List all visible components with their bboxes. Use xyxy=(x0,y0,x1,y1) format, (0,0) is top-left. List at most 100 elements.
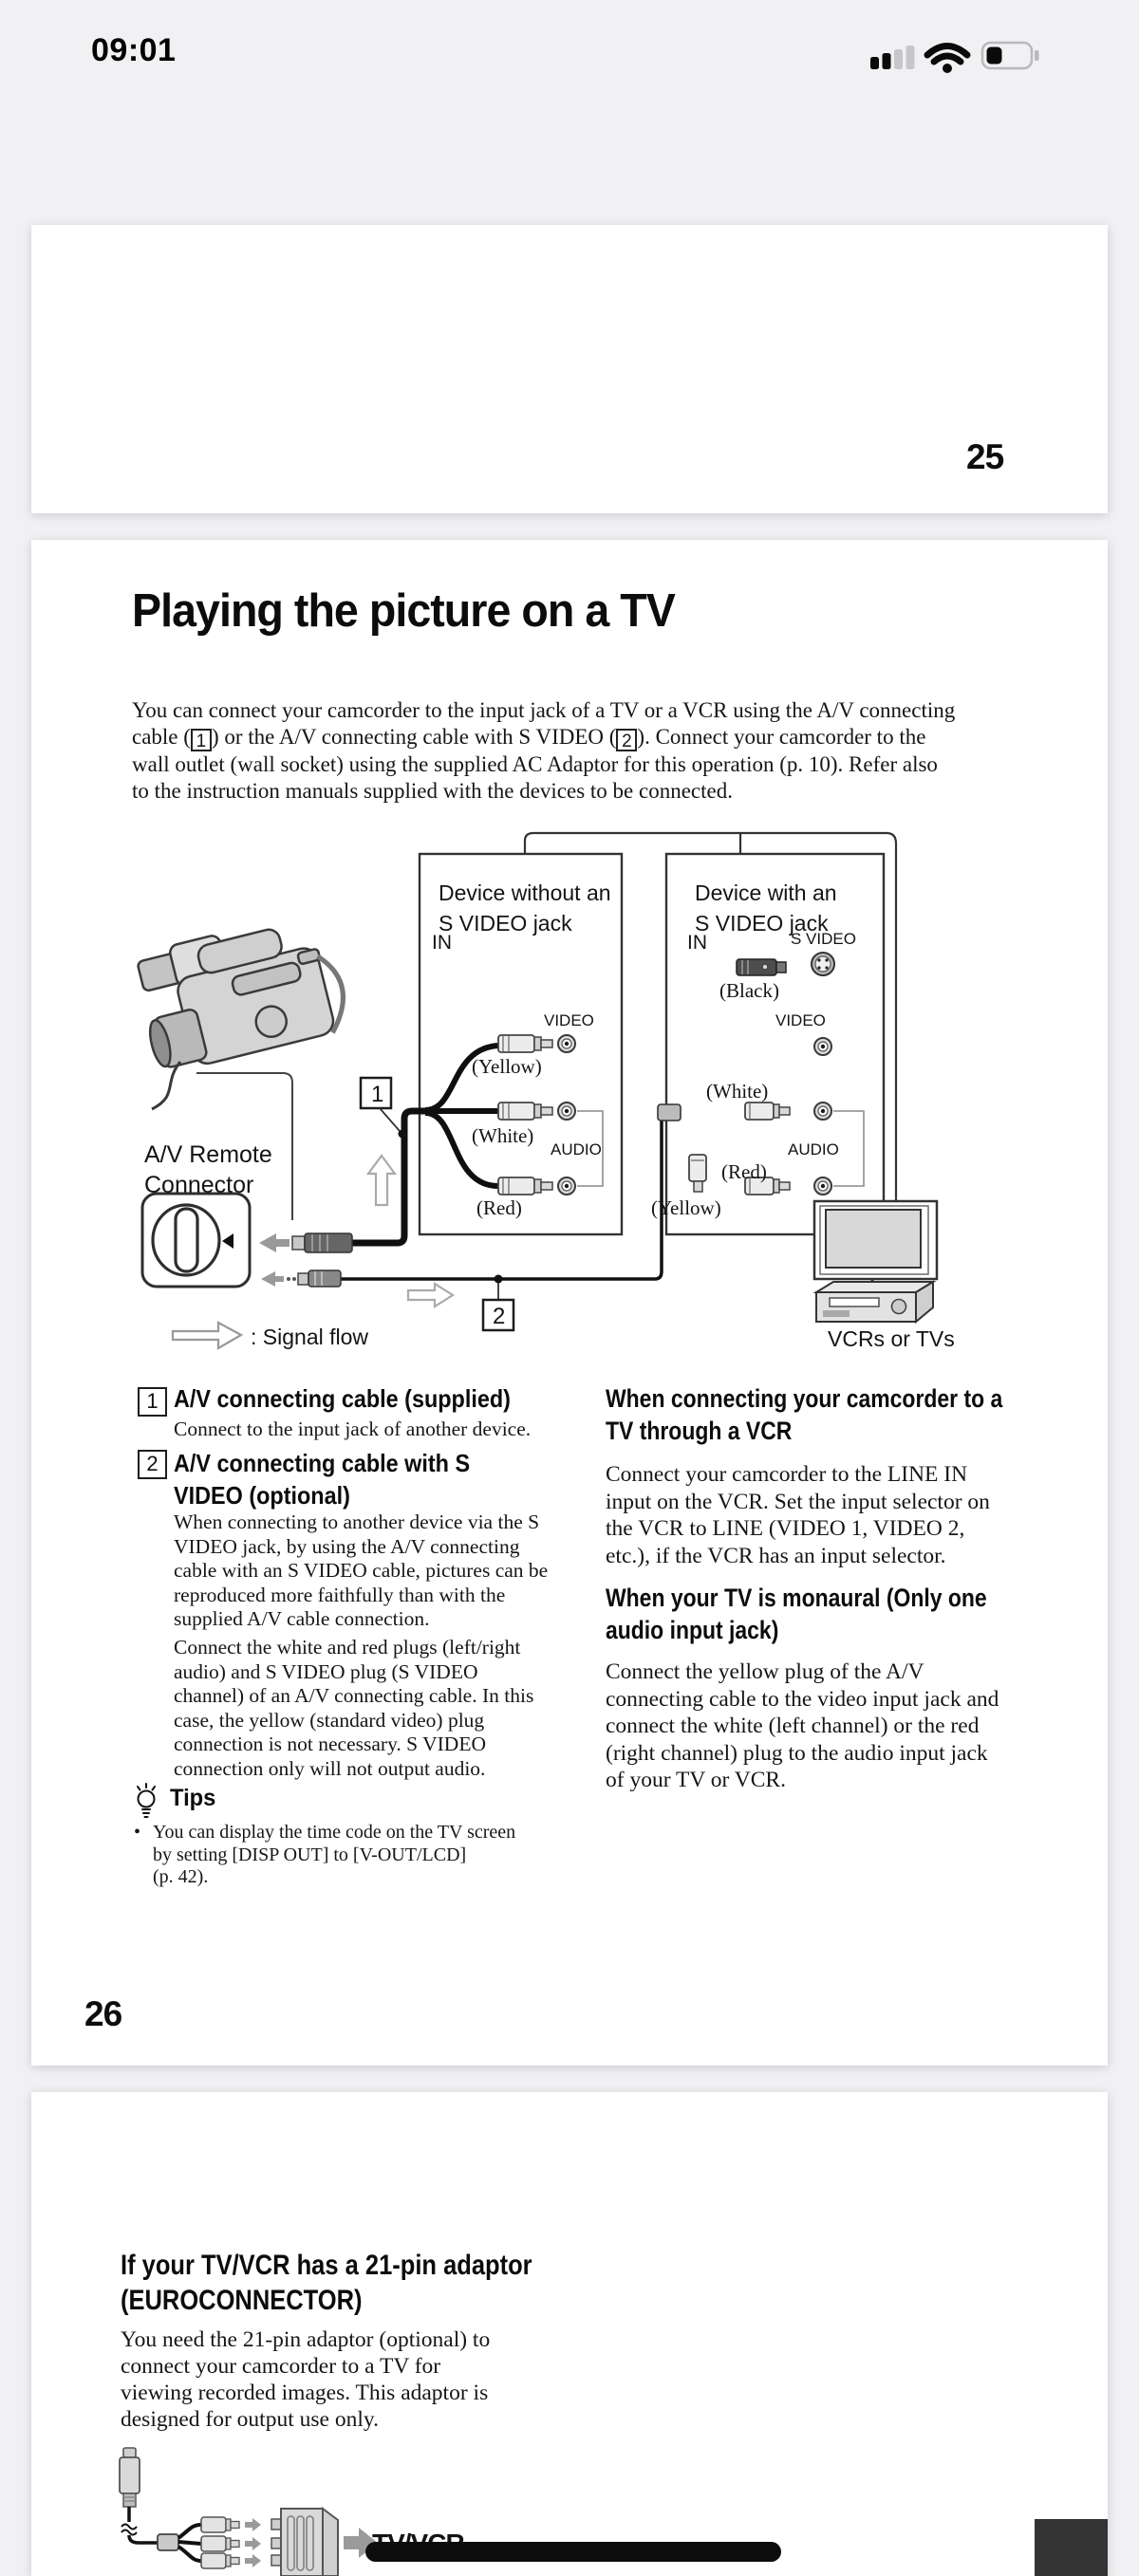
connection-diagram: A/V Remote Connector Device without an S… xyxy=(137,831,955,1351)
signal-flow-right-arrow xyxy=(406,1282,456,1308)
status-bar: 09:01 xyxy=(0,0,1139,112)
tips-lightbulb-icon xyxy=(137,1783,156,1818)
av-plug-2 xyxy=(297,1269,342,1288)
audio-bracket-2 xyxy=(833,1110,865,1187)
cable-1-inline-marker: 1 xyxy=(190,729,212,751)
device2-title-line2: S VIDEO jack xyxy=(695,911,829,936)
vcrs-or-tvs-label: VCRs or TVs xyxy=(828,1326,955,1351)
device-with-svideo-box: Device with an S VIDEO jack IN S VIDEO V… xyxy=(664,852,886,1236)
rca-plug-row3 xyxy=(200,2552,240,2569)
text-line: You can connect your camcorder to the in… xyxy=(132,698,956,722)
red-label-2: (Red) xyxy=(721,1160,767,1183)
signal-flow-legend-text: : Signal flow xyxy=(251,1325,368,1349)
page-25-number: 25 xyxy=(966,437,1004,476)
device-without-svideo-box: Device without an S VIDEO jack IN VIDEO … xyxy=(418,852,624,1236)
pdf-scroll-area[interactable]: 25 Playing the picture on a TV You can c… xyxy=(0,112,1139,2576)
device2-video-label: VIDEO xyxy=(775,1011,826,1029)
rca-jack-video-2 xyxy=(813,1037,832,1056)
white-plug xyxy=(497,1102,553,1121)
tvvcr-device-bar xyxy=(365,2542,781,2562)
yellow-label: (Yellow) xyxy=(472,1055,542,1078)
rca-plug-row2 xyxy=(200,2535,240,2552)
device1-in-label: IN xyxy=(432,932,452,954)
rca-jack-audio-white xyxy=(557,1102,576,1121)
item-1-heading: A/V connecting cable (supplied) xyxy=(174,1384,511,1413)
svideo-label: S VIDEO xyxy=(791,930,856,948)
intro-paragraph: You can connect your camcorder to the in… xyxy=(132,697,955,805)
rca-plug-row1 xyxy=(200,2516,240,2533)
black-label: (Black) xyxy=(719,979,779,1002)
diagram-bracket-lines xyxy=(523,831,898,1201)
svg-text:2: 2 xyxy=(493,1304,505,1329)
item-2-marker: 2 xyxy=(138,1450,167,1479)
item-1-body: Connect to the input jack of another dev… xyxy=(174,1418,532,1440)
right-paragraph-2: Connect the yellow plug of the A/V conne… xyxy=(606,1659,999,1792)
right-heading-1: When connecting your camcorder to a TV t… xyxy=(606,1384,1003,1445)
vcr-illustration xyxy=(812,1280,937,1325)
device1-video-label: VIDEO xyxy=(544,1011,594,1029)
battery-icon xyxy=(980,41,1039,70)
svg-text:1: 1 xyxy=(371,1082,383,1107)
black-svideo-plug xyxy=(736,958,787,976)
rca-jack-audio-white-2 xyxy=(813,1102,832,1121)
white-label: (White) xyxy=(472,1124,533,1147)
text-line: wall outlet (wall socket) using the supp… xyxy=(132,752,938,776)
small-arrows xyxy=(245,2518,261,2567)
av-cable-1 xyxy=(351,1043,499,1247)
connector-arrow-2 xyxy=(261,1271,296,1287)
item-2-heading: A/V connecting cable with S VIDEO (optio… xyxy=(174,1449,471,1510)
diagram-marker-2: 2 xyxy=(481,1274,515,1332)
device1-title-line1: Device without an xyxy=(439,880,611,905)
signal-flow-up-arrow xyxy=(365,1154,398,1207)
signal-flow-legend-arrow xyxy=(171,1321,244,1350)
page-26-number: 26 xyxy=(84,1994,122,2033)
signal-flow-legend: : Signal flow xyxy=(171,1321,368,1350)
red-plug-2 xyxy=(744,1177,791,1195)
white-label-2: (White) xyxy=(706,1080,768,1103)
audio-bracket xyxy=(577,1110,604,1187)
status-icons xyxy=(870,41,1039,73)
rca-jack-video-yellow xyxy=(557,1034,576,1053)
wifi-icon xyxy=(924,43,971,73)
21pin-adaptor-diagram: TV/VCR xyxy=(119,2447,781,2576)
red-label: (Red) xyxy=(476,1196,522,1219)
device2-audio-label: AUDIO xyxy=(788,1140,839,1158)
adaptor-cable xyxy=(121,2507,158,2545)
red-plug xyxy=(497,1177,553,1195)
item-1-marker: 1 xyxy=(138,1387,167,1417)
text-line: to the instruction manuals supplied with… xyxy=(132,779,733,803)
camcorder-illustration xyxy=(137,928,345,1111)
rca-jack-audio-red-2 xyxy=(813,1177,832,1195)
av-plug-1 xyxy=(291,1232,353,1253)
euroconnector-body: You need the 21-pin adaptor (optional) t… xyxy=(121,2327,491,2432)
av-remote-connector-icon xyxy=(140,1192,252,1288)
item-2-paragraph-2: Connect the white and red plugs (left/ri… xyxy=(174,1636,534,1780)
device1-audio-label: AUDIO xyxy=(551,1140,602,1158)
page-26: Playing the picture on a TV You can conn… xyxy=(31,540,1108,2066)
cable2-junction xyxy=(657,1103,682,1121)
cable-2-inline-marker: 2 xyxy=(616,729,638,751)
right-paragraph-1: Connect your camcorder to the LINE IN in… xyxy=(606,1462,990,1568)
dangling-yellow-plug xyxy=(688,1154,707,1193)
device2-in-label: IN xyxy=(687,932,707,954)
svideo-jack xyxy=(811,952,835,976)
device2-title-line1: Device with an xyxy=(695,880,837,905)
cellular-signal-icon xyxy=(870,46,915,69)
euroconnector-heading: If your TV/VCR has a 21-pin adaptor (EUR… xyxy=(121,2250,532,2316)
splitter-branches xyxy=(177,2523,202,2563)
tv-illustration xyxy=(812,1199,939,1287)
item-2-paragraph-1: When connecting to another device via th… xyxy=(174,1510,549,1630)
scart-adaptor xyxy=(271,2507,339,2576)
av-remote-label-line1: A/V Remote xyxy=(144,1141,272,1168)
yellow-plug xyxy=(497,1034,553,1053)
text-line: cable (1) or the A/V connecting cable wi… xyxy=(132,725,926,751)
device1-title-line2: S VIDEO jack xyxy=(439,911,572,936)
rca-jack-audio-red xyxy=(557,1177,576,1195)
tips-bullet: • xyxy=(134,1822,141,1843)
tips-heading: Tips xyxy=(170,1785,216,1811)
connector-arrow-1 xyxy=(259,1233,289,1252)
right-heading-2: When your TV is monaural (Only one audio… xyxy=(606,1584,987,1644)
av-plug-vertical xyxy=(119,2447,140,2508)
page-25: 25 xyxy=(31,225,1108,513)
connector-callout-line xyxy=(196,1072,293,1220)
